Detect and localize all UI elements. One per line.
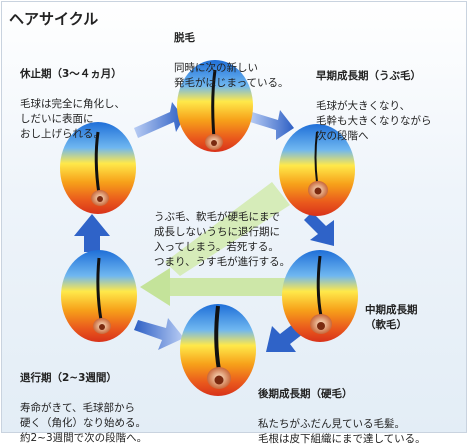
label-catagen-heading: 退行期（2~3週間） bbox=[20, 372, 117, 384]
label-early-anagen-heading: 早期成長期（うぶ毛） bbox=[316, 70, 421, 82]
label-telogen: 休止期（3～４ヵ月） 毛球は完全に角化し、 しだいに表面に おし上げられる。 bbox=[20, 52, 125, 142]
label-shedding-body: 同時に次の新しい 発毛がはじまっている。 bbox=[174, 62, 289, 89]
arrow-late-to-catagen bbox=[134, 318, 184, 350]
hair-cycle-diagram bbox=[60, 60, 358, 396]
label-telogen-body: 毛球は完全に角化し、 しだいに表面に おし上げられる。 bbox=[20, 98, 125, 140]
shortcut-arrow bbox=[140, 182, 296, 306]
label-shedding: 脱毛 同時に次の新しい 発毛がはじまっている。 bbox=[174, 16, 289, 91]
label-catagen: 退行期（2~3週間） 寿命がきて、毛球部から 硬く（角化）なり始める。 約2~3… bbox=[20, 356, 147, 446]
label-late-anagen-heading: 後期成長期（硬毛） bbox=[258, 388, 353, 400]
arrow-shedding-to-early bbox=[250, 110, 294, 140]
label-late-anagen: 後期成長期（硬毛） 私たちがふだん見ている毛髪。 毛根は皮下組織にまで達している… bbox=[258, 372, 426, 447]
center-note: うぶ毛、軟毛が硬毛にまで 成長しないうちに退行期に 入ってしまう。若死する。 つ… bbox=[154, 211, 291, 268]
arrow-catagen-to-telogen bbox=[74, 214, 110, 252]
label-early-anagen-body: 毛球が大きくなり、 毛幹も大きくなりながら 次の段階へ bbox=[316, 100, 432, 142]
follicle-early-anagen bbox=[279, 124, 355, 216]
arrow-telogen-to-shedding bbox=[134, 102, 184, 138]
label-mid-anagen-heading: 中期成長期 （軟毛） bbox=[365, 304, 418, 331]
follicle-telogen bbox=[60, 122, 136, 214]
arrow-early-to-mid bbox=[304, 212, 334, 246]
label-late-anagen-body: 私たちがふだん見ている毛髪。 毛根は皮下組織にまで達している。 bbox=[258, 418, 426, 445]
label-early-anagen: 早期成長期（うぶ毛） 毛球が大きくなり、 毛幹も大きくなりながら 次の段階へ bbox=[316, 54, 432, 144]
label-shedding-heading: 脱毛 bbox=[174, 32, 195, 44]
follicle-late-anagen bbox=[180, 304, 256, 396]
label-mid-anagen: 中期成長期 （軟毛） bbox=[365, 288, 418, 348]
cycle-arrows bbox=[74, 102, 334, 352]
follicle-catagen bbox=[61, 250, 137, 342]
label-catagen-body: 寿命がきて、毛球部から 硬く（角化）なり始める。 約2~3週間で次の段階へ。 bbox=[20, 402, 148, 444]
page-title: ヘアサイクル bbox=[9, 10, 99, 28]
label-telogen-heading: 休止期（3～４ヵ月） bbox=[20, 68, 122, 80]
follicle-shedding bbox=[177, 60, 253, 152]
follicle-mid-anagen bbox=[282, 250, 358, 342]
